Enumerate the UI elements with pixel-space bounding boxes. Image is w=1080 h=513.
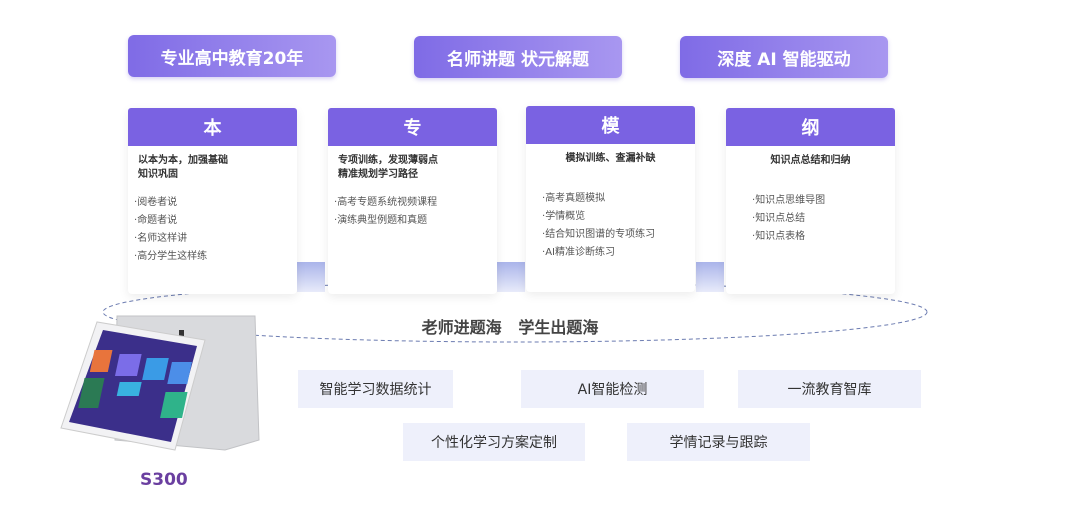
column-card-zhuan: 专 专项训练，发现薄弱点 精准规划学习路径 高考专题系统视频课程演练典型例题和真… xyxy=(328,108,497,294)
column-title: 专 xyxy=(328,108,497,146)
column-title: 本 xyxy=(128,108,297,146)
list-item: 名师这样讲 xyxy=(134,230,297,248)
tablet-image xyxy=(60,315,260,451)
column-subtitle: 以本为本，加强基础 知识巩固 xyxy=(138,155,228,180)
column-subtitle: 专项训练，发现薄弱点 精准规划学习路径 xyxy=(338,155,438,180)
column-title: 纲 xyxy=(726,108,895,146)
column-title: 模 xyxy=(526,106,695,144)
column-subtitle: 知识点总结和归纳 xyxy=(770,155,851,166)
column-card-gang: 纲 知识点总结和归纳 知识点思维导图知识点总结知识点表格 xyxy=(726,108,895,294)
slogan: 老师进题海 学生出题海 xyxy=(421,318,599,337)
list-item: 演练典型例题和真题 xyxy=(334,212,497,230)
list-item: 知识点思维导图 xyxy=(752,192,895,210)
list-item: 命题者说 xyxy=(134,212,297,230)
column-card-mo: 模 模拟训练、查漏补缺 高考真题模拟学情概览结合知识图谱的专项练习AI精准诊断练… xyxy=(526,106,695,292)
list-item: 高分学生这样练 xyxy=(134,248,297,266)
list-item: AI精准诊断练习 xyxy=(542,244,695,262)
list-item: 阅卷者说 xyxy=(134,194,297,212)
pill-education-years: 专业高中教育20年 xyxy=(128,35,336,77)
list-item: 高考专题系统视频课程 xyxy=(334,194,497,212)
feature-data-stats: 智能学习数据统计 xyxy=(298,370,453,408)
list-item: 学情概览 xyxy=(542,208,695,226)
product-model: S300 xyxy=(140,470,188,490)
list-item: 知识点总结 xyxy=(752,210,895,228)
pill-ai: 深度 AI 智能驱动 xyxy=(680,36,888,78)
feature-ai-detect: AI智能检测 xyxy=(521,370,704,408)
column-subtitle: 模拟训练、查漏补缺 xyxy=(565,153,656,164)
pill-teachers: 名师讲题 状元解题 xyxy=(414,36,622,78)
feature-tracking: 学情记录与跟踪 xyxy=(627,423,810,461)
list-item: 结合知识图谱的专项练习 xyxy=(542,226,695,244)
feature-think-tank: 一流教育智库 xyxy=(738,370,921,408)
column-card-ben: 本 以本为本，加强基础 知识巩固 阅卷者说命题者说名师这样讲高分学生这样练 xyxy=(128,108,297,294)
list-item: 高考真题模拟 xyxy=(542,190,695,208)
feature-personalized-plan: 个性化学习方案定制 xyxy=(403,423,585,461)
list-item: 知识点表格 xyxy=(752,228,895,246)
